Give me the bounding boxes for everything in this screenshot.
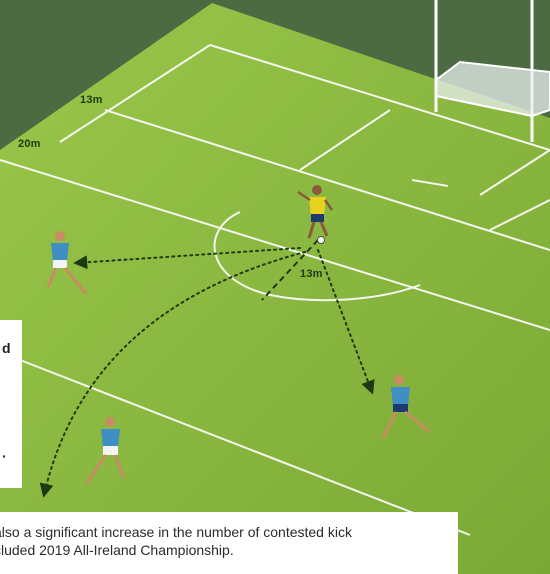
side-text-line-2: · (2, 448, 7, 464)
caption-line-1: also a significant increase in the numbe… (0, 523, 450, 541)
side-text-line-1: d (2, 340, 11, 356)
distance-label-20m: 20m (18, 138, 41, 150)
distance-label-13m-centre: 13m (300, 268, 323, 280)
caption-panel: also a significant increase in the numbe… (0, 512, 458, 574)
side-text-panel: d · (0, 320, 22, 488)
ball (318, 237, 325, 244)
caption-line-2: cluded 2019 All-Ireland Championship. (0, 541, 450, 559)
distance-label-13m-left: 13m (80, 94, 103, 106)
